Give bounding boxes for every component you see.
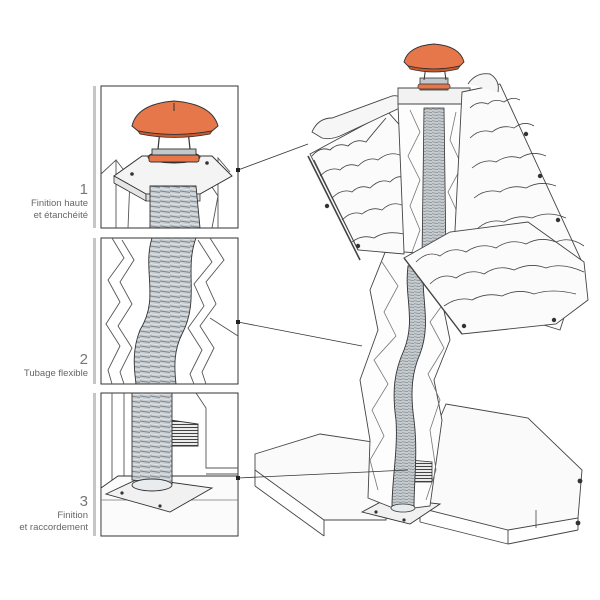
section-bar-3 bbox=[93, 393, 96, 536]
step-1-caption: 1 Finition haute et étanchéité bbox=[0, 182, 88, 222]
detail-panel-1 bbox=[100, 85, 239, 229]
step-3-number: 3 bbox=[79, 493, 88, 510]
step-1-label-line2: et étanchéité bbox=[33, 210, 88, 221]
step-3-label-line1: Finition bbox=[57, 510, 88, 521]
step-2-label-line1: Tubage flexible bbox=[23, 368, 88, 379]
leader-marker-2 bbox=[236, 320, 240, 324]
step-3-label-line2: et raccordement bbox=[19, 522, 88, 533]
roof-tiles-right bbox=[403, 73, 589, 335]
step-3-caption: 3 Finition et raccordement bbox=[0, 494, 88, 534]
roof-tiles-left bbox=[307, 95, 405, 261]
step-2-caption: 2 Tubage flexible bbox=[0, 352, 88, 380]
step-1-label-line1: Finition haute bbox=[30, 198, 88, 209]
detail-panel-2 bbox=[100, 237, 239, 385]
detail-panel-3 bbox=[100, 392, 239, 537]
leader-marker-3 bbox=[236, 476, 240, 480]
step-2-number: 2 bbox=[79, 351, 88, 368]
chimney-stack-upper bbox=[397, 87, 471, 261]
leader-lines bbox=[237, 143, 409, 479]
leader-marker-1 bbox=[236, 168, 240, 172]
section-bar-2 bbox=[93, 238, 96, 384]
section-bar-1 bbox=[93, 86, 96, 228]
step-1-number: 1 bbox=[79, 181, 88, 198]
chimney-cap-main bbox=[403, 43, 465, 91]
